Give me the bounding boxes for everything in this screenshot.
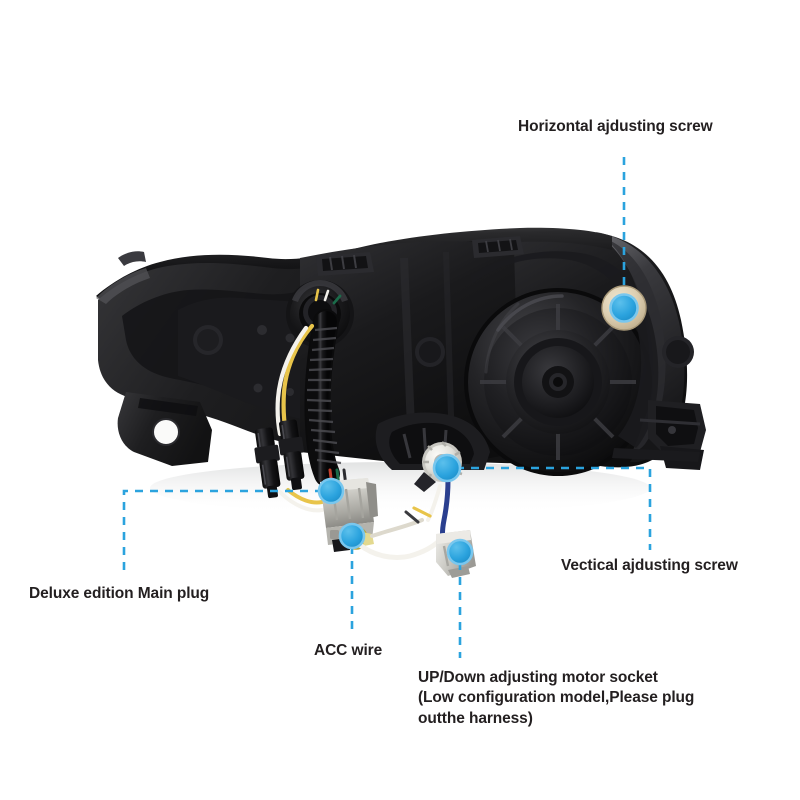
wire-white-mid	[370, 518, 424, 538]
right-boss-inner	[666, 340, 690, 364]
bullet-connector-right	[278, 419, 305, 491]
top-retainer-clip-b	[472, 236, 524, 258]
housing-left-nub	[118, 251, 146, 266]
marker-horizontal-screw	[601, 285, 647, 331]
mount-hole	[153, 419, 179, 445]
leader-lines	[122, 150, 652, 658]
marker-vertical-screw	[432, 453, 462, 483]
housing-screw-4	[286, 388, 294, 396]
marker-motor-socket	[446, 538, 474, 566]
callout-markers	[317, 285, 647, 566]
housing-screw-3	[253, 383, 263, 393]
label-vertical-adjusting-screw: Vectical ajdusting screw	[561, 557, 738, 574]
mount-tab-slot	[138, 398, 198, 416]
bulb-wire-white	[323, 289, 330, 302]
bulb-wire-yellow	[314, 288, 320, 302]
housing-boss-1-inner	[197, 329, 219, 351]
label-up-down-adjusting-motor-socket: UP/Down adjusting motor socket (Low conf…	[418, 669, 695, 727]
wire-white-upper	[275, 325, 309, 437]
housing-screw-2	[285, 333, 295, 343]
mount-hole-ring	[152, 418, 180, 446]
marker-acc-wire	[338, 522, 366, 550]
dust-cap-shroud	[470, 251, 659, 448]
center-boss-inner	[419, 341, 441, 363]
wire-white-to-motor	[357, 537, 443, 561]
wire-white-lower	[278, 490, 324, 513]
bulb-dust-cap	[464, 288, 652, 476]
leader-main-plug	[122, 489, 323, 574]
wire-yellow-lower	[286, 488, 324, 505]
bulb-wire-green	[332, 294, 342, 305]
headlight-housing	[96, 227, 706, 476]
adjuster-shaft	[414, 472, 436, 492]
bracket-strut	[612, 448, 700, 462]
top-retainer-clip-a	[316, 252, 374, 276]
label-deluxe-edition-main-plug: Deluxe edition Main plug	[29, 585, 210, 602]
wire-white-adjuster	[426, 484, 442, 522]
wire-yellow-short	[412, 506, 432, 518]
center-rib-2	[443, 251, 455, 449]
label-acc-wire: ACC wire	[314, 642, 383, 659]
housing-screw-1	[257, 325, 267, 335]
wire-black-short	[404, 510, 420, 524]
housing-left-highlight	[96, 268, 150, 304]
label-horizontal-adjusting-screw: Horizontal ajdusting screw	[518, 118, 713, 135]
marker-main-plug	[317, 477, 345, 505]
leader-vertical-screw	[456, 466, 652, 550]
conduit-ribs	[306, 326, 342, 465]
